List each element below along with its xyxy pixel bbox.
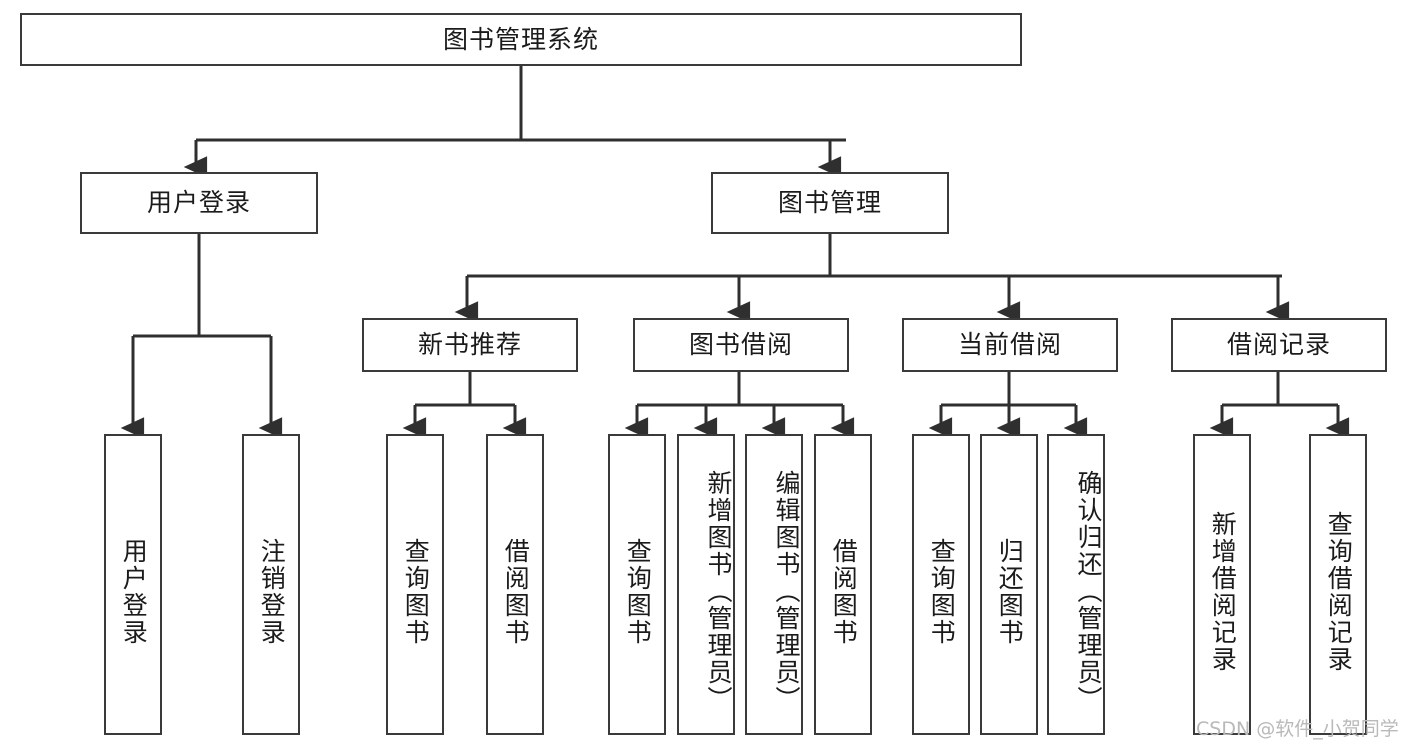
leaf-user-login-login[interactable]: 用户登录 [104, 434, 162, 735]
node-book-management[interactable]: 图书管理 [711, 172, 949, 234]
leaf-records-add-record[interactable]: 新增借阅记录 [1193, 434, 1251, 735]
leaf-borrow-edit-book-admin[interactable]: 编辑图书（管理员） [745, 434, 803, 735]
leaf-current-return-book[interactable]: 归还图书 [980, 434, 1038, 735]
leaf-current-confirm-return-admin[interactable]: 确认归还（管理员） [1047, 434, 1105, 735]
leaf-records-query-record[interactable]: 查询借阅记录 [1309, 434, 1367, 735]
node-book-borrow[interactable]: 图书借阅 [633, 318, 849, 372]
leaf-borrow-borrow-book[interactable]: 借阅图书 [814, 434, 872, 735]
node-label: 查询借阅记录 [1324, 510, 1354, 673]
node-new-book-recommend[interactable]: 新书推荐 [362, 318, 578, 372]
leaf-borrow-query-book[interactable]: 查询图书 [608, 434, 666, 735]
node-label: 当前借阅 [957, 330, 1062, 360]
node-label: 查询图书 [927, 537, 957, 646]
node-user-login[interactable]: 用户登录 [80, 172, 318, 234]
node-label: 借阅图书 [829, 537, 859, 646]
node-label: 归还图书 [995, 537, 1025, 646]
node-label: 用户登录 [146, 188, 251, 218]
node-label: 查询图书 [623, 537, 653, 646]
leaf-user-login-logout[interactable]: 注销登录 [242, 434, 300, 735]
leaf-current-query-book[interactable]: 查询图书 [912, 434, 970, 735]
node-label: 编辑图书（管理员） [772, 470, 801, 713]
node-label: 新增借阅记录 [1208, 510, 1238, 673]
node-label: 图书管理 [777, 188, 882, 218]
node-label: 查询图书 [401, 537, 431, 646]
node-borrow-records[interactable]: 借阅记录 [1171, 318, 1387, 372]
node-label: 借阅图书 [501, 537, 531, 646]
csdn-watermark: CSDN @软件_小贺同学 [1196, 718, 1399, 740]
node-label: 借阅记录 [1226, 330, 1331, 360]
node-label: 新书推荐 [417, 330, 522, 360]
node-label: 新增图书（管理员） [704, 470, 733, 713]
leaf-borrow-add-book-admin[interactable]: 新增图书（管理员） [677, 434, 735, 735]
node-current-borrow[interactable]: 当前借阅 [902, 318, 1118, 372]
node-label: 图书借阅 [688, 330, 793, 360]
node-label: 用户登录 [119, 537, 149, 646]
node-label: 注销登录 [257, 537, 287, 646]
leaf-newbook-borrow-book[interactable]: 借阅图书 [486, 434, 544, 735]
leaf-newbook-query-book[interactable]: 查询图书 [386, 434, 444, 735]
node-root-system[interactable]: 图书管理系统 [20, 13, 1022, 66]
node-label: 图书管理系统 [442, 24, 599, 54]
node-label: 确认归还（管理员） [1074, 470, 1103, 713]
